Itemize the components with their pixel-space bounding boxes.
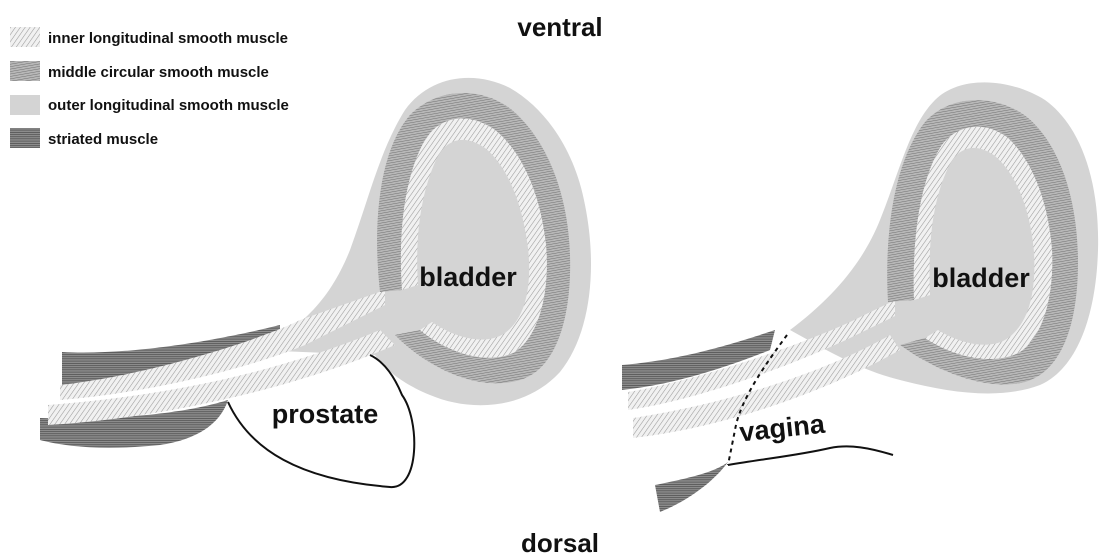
legend: inner longitudinal smooth muscle middle …: [10, 27, 289, 148]
legend-item-middle-circular: middle circular smooth muscle: [10, 61, 269, 81]
female-bladder-label: bladder: [932, 263, 1030, 293]
male-bladder-label: bladder: [419, 262, 517, 292]
striated-swatch: [10, 128, 40, 148]
female-diagram: bladder vagina: [622, 82, 1098, 512]
middle-circular-swatch: [10, 61, 40, 81]
inner-longitudinal-swatch: [10, 27, 40, 47]
outer-longitudinal-swatch: [10, 95, 40, 115]
legend-item-inner-longitudinal: inner longitudinal smooth muscle: [10, 27, 288, 47]
prostate-label: prostate: [272, 399, 379, 429]
female-striated-lower: [655, 462, 728, 512]
legend-label: middle circular smooth muscle: [48, 64, 269, 81]
ventral-label: ventral: [517, 12, 602, 42]
legend-label: inner longitudinal smooth muscle: [48, 30, 288, 47]
vagina-wall-line: [728, 446, 893, 465]
legend-label: striated muscle: [48, 131, 158, 148]
legend-item-striated: striated muscle: [10, 128, 158, 148]
legend-label: outer longitudinal smooth muscle: [48, 97, 289, 114]
dorsal-label: dorsal: [521, 528, 599, 558]
vagina-label: vagina: [738, 409, 827, 448]
legend-item-outer-longitudinal: outer longitudinal smooth muscle: [10, 95, 289, 115]
